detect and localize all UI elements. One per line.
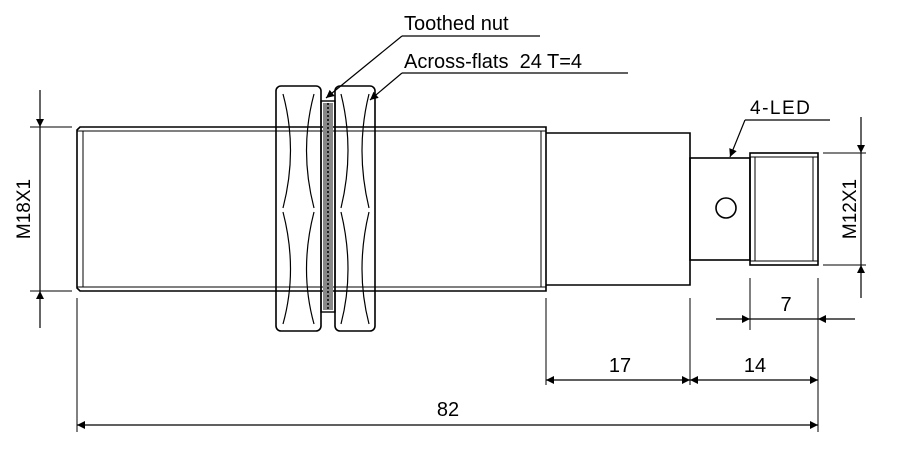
callout-leaders: [325, 35, 830, 158]
across-flats-label: Across-flats 24 T=4: [404, 51, 582, 73]
extension-lines: [30, 126, 866, 432]
toothed-nut-label: Toothed nut: [404, 13, 509, 35]
threaded-body: [76, 126, 547, 292]
led-label: 4-LED: [750, 98, 811, 119]
m18-thread-label: M18X1: [14, 179, 35, 239]
dim-14-value: 14: [744, 355, 766, 377]
rear-housing: [546, 132, 691, 286]
m12-thread-label: M12X1: [840, 179, 861, 239]
led-window-icon: [715, 197, 737, 219]
dim-17-value: 17: [609, 355, 631, 377]
dim-82-value: 82: [437, 399, 459, 421]
nut-assembly: [275, 85, 376, 332]
connector: [689, 152, 819, 266]
dim-7-value: 7: [780, 294, 791, 316]
